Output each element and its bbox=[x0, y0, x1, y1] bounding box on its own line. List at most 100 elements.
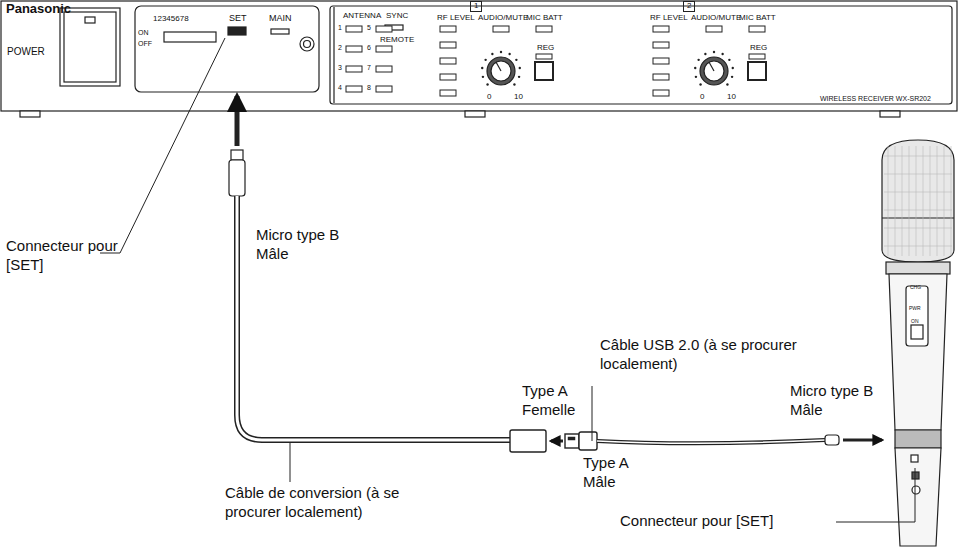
panel-label: RF LEVEL bbox=[650, 13, 688, 23]
stroke bbox=[732, 67, 734, 69]
cables bbox=[229, 96, 882, 452]
stroke bbox=[440, 74, 456, 80]
panel-label: OFF bbox=[138, 40, 152, 49]
stroke bbox=[706, 26, 722, 32]
callout-label: Type A Mâle bbox=[583, 454, 653, 492]
callout-label: Câble de conversion (à se procurer local… bbox=[225, 484, 455, 522]
stroke bbox=[923, 146, 924, 256]
stroke bbox=[482, 76, 484, 78]
controls bbox=[334, 7, 766, 103]
stroke bbox=[731, 76, 733, 78]
panel-label: CHG bbox=[910, 284, 921, 290]
led-indicators bbox=[346, 26, 765, 96]
stroke bbox=[697, 59, 699, 61]
stroke bbox=[519, 67, 521, 69]
stroke bbox=[944, 146, 945, 256]
stroke bbox=[484, 59, 486, 61]
stroke bbox=[884, 228, 952, 229]
panel-label: MAIN bbox=[269, 13, 292, 24]
panel-label: 6 bbox=[367, 44, 371, 53]
panel-label: 1 bbox=[470, 1, 482, 12]
panel-label: 2 bbox=[683, 1, 695, 12]
stroke bbox=[884, 156, 952, 157]
callout-label: Micro type B Mâle bbox=[256, 226, 366, 264]
stroke bbox=[884, 246, 952, 247]
stroke bbox=[440, 58, 456, 64]
stroke bbox=[515, 59, 517, 61]
panel-label: AUDIO/MUTE bbox=[478, 13, 528, 23]
panel-label: ON bbox=[138, 29, 149, 38]
stroke bbox=[653, 74, 669, 80]
microphone bbox=[882, 140, 954, 546]
panel-label: 1 bbox=[338, 24, 342, 33]
panel-label: MIC BATT bbox=[739, 13, 776, 23]
stroke bbox=[481, 67, 483, 69]
panel-label: RF LEVEL bbox=[437, 13, 475, 23]
panel-label: MIC BATT bbox=[526, 13, 563, 23]
stroke bbox=[493, 26, 509, 32]
stroke bbox=[376, 26, 392, 32]
stroke bbox=[486, 83, 488, 85]
callout-label: Micro type B Mâle bbox=[790, 382, 900, 420]
receiver bbox=[1, 1, 957, 117]
panel-label: PWR bbox=[909, 305, 921, 311]
stroke bbox=[346, 86, 362, 92]
stroke bbox=[916, 146, 917, 256]
panel-label: 12345678 bbox=[153, 14, 189, 24]
stroke bbox=[653, 26, 669, 32]
panel-label: 3 bbox=[338, 64, 342, 73]
panel-label: REG bbox=[537, 43, 554, 53]
stroke bbox=[895, 146, 896, 256]
stroke bbox=[500, 51, 502, 53]
panel-label: ANTENNA bbox=[343, 11, 381, 21]
panel-label: 0 bbox=[700, 92, 704, 102]
stroke bbox=[704, 53, 706, 55]
panel-label: Panasonic bbox=[6, 1, 71, 17]
stroke bbox=[884, 174, 952, 175]
callout-label: Câble USB 2.0 (à se procurer localement) bbox=[600, 336, 800, 374]
panel-label: 10 bbox=[514, 92, 523, 102]
panel-label: 0 bbox=[487, 92, 491, 102]
panel-label: 5 bbox=[367, 24, 371, 33]
stroke bbox=[440, 90, 456, 96]
stroke bbox=[536, 26, 552, 32]
panel-label: WIRELESS RECEIVER WX-SR202 bbox=[820, 95, 931, 104]
stroke bbox=[491, 53, 493, 55]
stroke bbox=[653, 42, 669, 48]
panel-label: SET bbox=[229, 13, 247, 24]
panel-label: 8 bbox=[367, 84, 371, 93]
callout-label: Type A Femelle bbox=[522, 382, 602, 420]
stroke bbox=[909, 146, 910, 256]
stroke bbox=[930, 146, 931, 256]
stroke bbox=[888, 146, 889, 256]
stroke bbox=[749, 26, 765, 32]
stroke bbox=[749, 54, 765, 59]
stroke bbox=[713, 51, 715, 53]
stroke bbox=[884, 210, 952, 211]
panel-label: REG bbox=[750, 43, 767, 53]
stroke bbox=[937, 146, 938, 256]
panel-label: 7 bbox=[367, 64, 371, 73]
stroke bbox=[699, 83, 701, 85]
stroke bbox=[518, 76, 520, 78]
stroke bbox=[902, 146, 903, 256]
panel-label: 4 bbox=[338, 84, 342, 93]
stroke bbox=[346, 66, 362, 72]
panel-label: REMOTE bbox=[380, 35, 414, 45]
stroke bbox=[951, 146, 952, 256]
stroke bbox=[721, 53, 723, 55]
stroke bbox=[376, 86, 392, 92]
callout-label: Connecteur pour [SET] bbox=[620, 512, 773, 531]
stroke bbox=[376, 66, 392, 72]
panel-label: POWER bbox=[7, 46, 45, 59]
stroke bbox=[513, 83, 515, 85]
leader-lines bbox=[100, 38, 915, 522]
stroke bbox=[440, 42, 456, 48]
panel-label: AUDIO/MUTE bbox=[691, 13, 741, 23]
callout-label: Connecteur pour [SET] bbox=[6, 237, 118, 275]
knob-scale bbox=[481, 51, 734, 86]
panel-label: 10 bbox=[727, 92, 736, 102]
stroke bbox=[884, 192, 952, 193]
stroke bbox=[653, 58, 669, 64]
